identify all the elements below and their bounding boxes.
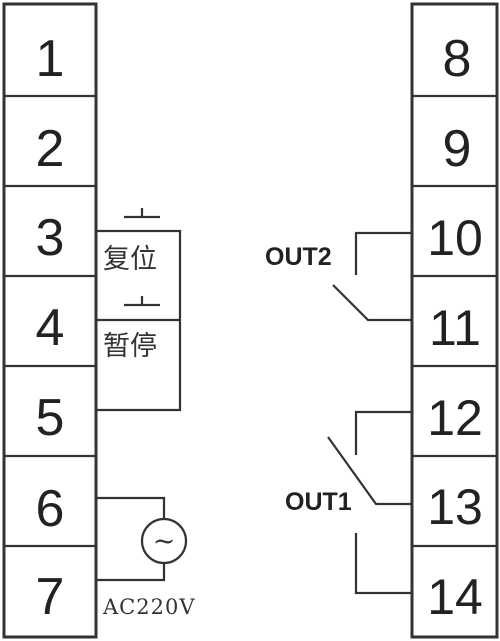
ac-power-circuit: ~ AC220V <box>96 496 195 619</box>
left-terminal-block: 1 2 3 4 5 6 7 <box>2 2 98 639</box>
terminal-6-number: 6 <box>36 480 65 538</box>
out1-relay: OUT1 <box>285 410 412 595</box>
pause-label: 暂停 <box>103 331 157 362</box>
power-wire-top <box>96 496 166 519</box>
terminal-10-number: 10 <box>427 210 483 266</box>
reset-pause-circuit: 复位 暂停 <box>96 208 182 412</box>
out1-moving-contact <box>327 436 412 506</box>
out2-moving-contact <box>332 284 412 322</box>
terminal-3-number: 3 <box>36 209 65 267</box>
out2-relay: OUT2 <box>265 231 412 322</box>
right-terminal-block: 8 9 10 11 12 13 14 <box>410 2 499 639</box>
pause-switch-symbol <box>124 296 160 307</box>
terminal-9-number: 9 <box>443 120 472 178</box>
terminal-13-number: 13 <box>427 479 483 535</box>
terminal-8-number: 8 <box>443 30 472 88</box>
ac-source-glyph: ~ <box>153 526 176 557</box>
power-wire-bottom <box>96 563 166 582</box>
out1-label: OUT1 <box>285 488 352 516</box>
terminal-5-number: 5 <box>36 389 65 447</box>
reset-label: 复位 <box>103 244 157 275</box>
out1-lower-contact <box>354 533 412 595</box>
terminal-4-number: 4 <box>36 299 65 357</box>
out2-fixed-contact <box>354 231 412 275</box>
terminal-14-number: 14 <box>427 569 483 625</box>
terminal-12-number: 12 <box>427 390 483 446</box>
reset-switch-symbol <box>124 208 160 219</box>
terminal-1-number: 1 <box>36 30 65 88</box>
ac-source-symbol <box>140 517 188 565</box>
terminal-11-number: 11 <box>429 300 481 356</box>
terminal-7-number: 7 <box>36 568 65 626</box>
power-label: AC220V <box>102 595 195 619</box>
out1-common-wire <box>354 410 412 455</box>
out2-label: OUT2 <box>265 243 332 271</box>
terminal-2-number: 2 <box>36 120 65 178</box>
